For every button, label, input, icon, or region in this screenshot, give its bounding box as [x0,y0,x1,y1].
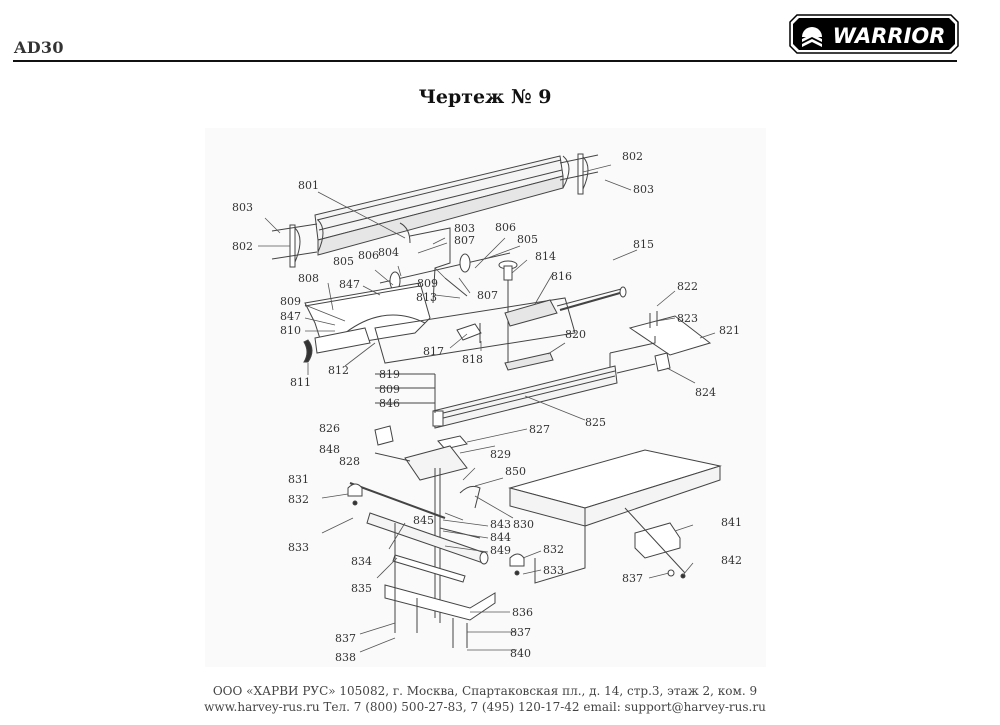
part-label: 822 [677,280,698,293]
part-label: 803 [454,222,475,235]
part-label: 843 [490,518,511,531]
warrior-logo-graphic: WARRIOR [789,14,959,54]
leader-lines [258,164,716,653]
part-label: 850 [505,465,526,478]
page-title: Чертеж № 9 [418,86,552,108]
part-label: 820 [565,328,586,341]
part-label: 838 [335,651,356,664]
part-label: 810 [280,324,301,337]
part-label: 841 [721,516,742,529]
part-label: 827 [529,423,550,436]
part-label: 807 [477,289,498,302]
part-label: 818 [462,353,483,366]
part-label: 832 [543,543,564,556]
part-label: 825 [585,416,606,429]
part-label: 840 [510,647,531,660]
part-label: 805 [333,255,354,268]
part-label: 830 [513,518,534,531]
exploded-parts-diagram: 801 803 802 802 803 803 807 804 805 806 … [205,128,766,667]
part-label: 808 [298,272,319,285]
part-label: 803 [633,183,654,196]
part-label: 805 [517,233,538,246]
part-label: 801 [298,179,319,192]
part-label: 811 [290,376,311,389]
part-label: 846 [379,397,400,410]
warrior-logo: WARRIOR [789,14,959,54]
part-label: 804 [378,246,399,259]
part-label: 813 [416,291,437,304]
part-label: 821 [719,324,740,337]
part-label: 848 [319,443,340,456]
part-label: 809 [280,295,301,308]
part-label: 847 [280,310,301,323]
logo-wordmark: WARRIOR [833,24,946,48]
extension-table [508,449,722,584]
end-cap-802-right [577,153,589,195]
footer-contacts: www.harvey-rus.ru Тел. 7 (800) 500-27-83… [204,700,766,714]
part-label: 842 [721,554,742,567]
part-label: 802 [622,150,643,163]
part-label: 845 [413,514,434,527]
part-label: 836 [512,606,533,619]
part-label: 831 [288,473,309,486]
part-label: 807 [454,234,475,247]
part-label: 819 [379,368,400,381]
part-label: 809 [379,383,400,396]
part-label: 816 [551,270,572,283]
part-label: 844 [490,531,511,544]
part-label: 814 [535,250,556,263]
diagram-svg: 801 803 802 802 803 803 807 804 805 806 … [232,150,742,664]
part-label: 826 [319,422,340,435]
part-label: 806 [358,249,379,262]
part-label: 828 [339,455,360,468]
header-divider [13,60,957,62]
diagram-linework [271,153,722,648]
fence-rail-801 [314,155,570,256]
model-code: AD30 [14,38,64,57]
part-label: 815 [633,238,654,251]
part-label: 847 [339,278,360,291]
part-label: 833 [543,564,564,577]
guide-rail-825 [432,365,618,429]
end-cap-802-left [289,224,301,268]
part-label: 824 [695,386,716,399]
part-label: 806 [495,221,516,234]
roller-834 [366,512,489,565]
part-label: 802 [232,240,253,253]
part-label: 833 [288,541,309,554]
part-labels: 801 803 802 802 803 803 807 804 805 806 … [232,150,742,664]
part-label: 835 [351,582,372,595]
part-label: 837 [510,626,531,639]
part-label: 832 [288,493,309,506]
part-label: 809 [417,277,438,290]
part-label: 834 [351,555,372,568]
part-label: 812 [328,364,349,377]
part-label: 849 [490,544,511,557]
part-label: 817 [423,345,444,358]
part-label: 803 [232,201,253,214]
footer-address: ООО «ХАРВИ РУС» 105082, г. Москва, Спарт… [212,684,758,698]
part-label: 837 [335,632,356,645]
part-label: 837 [622,572,643,585]
part-label: 823 [677,312,698,325]
part-label: 829 [490,448,511,461]
